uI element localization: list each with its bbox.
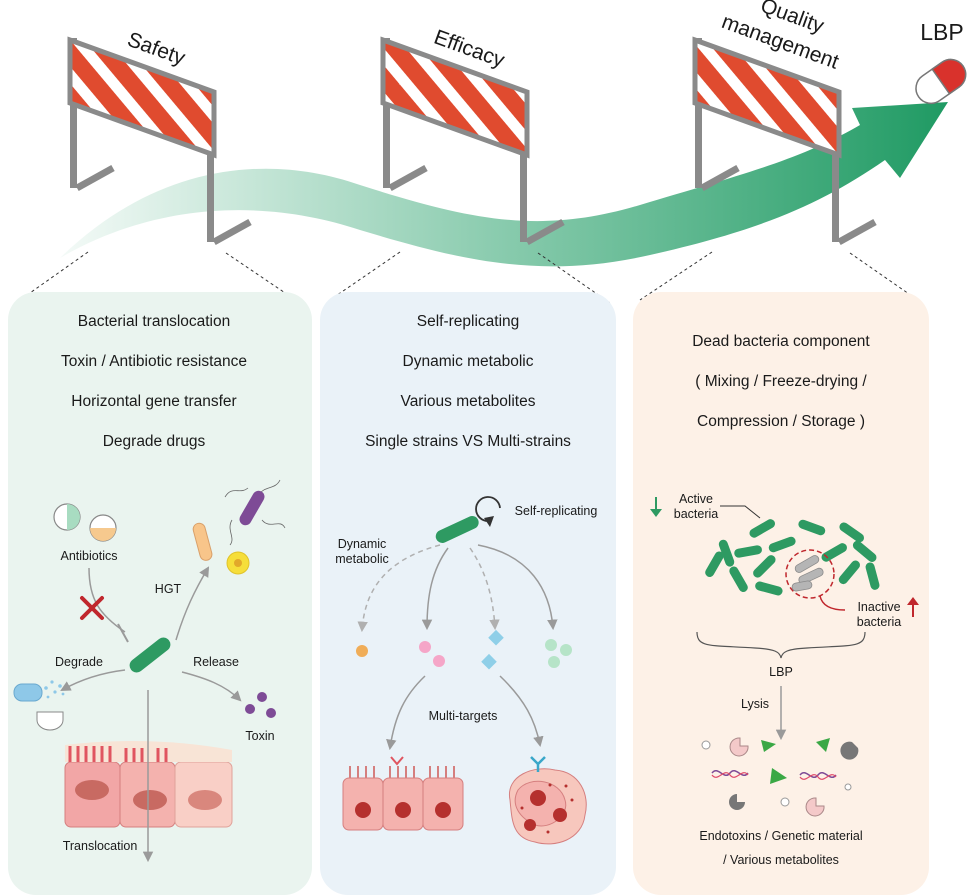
safety-line-1: Bacterial translocation — [78, 313, 231, 330]
lbp-brace — [696, 631, 866, 659]
active-pointer — [720, 505, 761, 519]
barrier-post — [70, 38, 77, 188]
down-arrow-icon — [650, 509, 662, 517]
inactive-label-line2: bacteria — [857, 615, 902, 629]
active-label-line1: Active — [679, 492, 713, 506]
barrier-post — [832, 92, 839, 242]
striped-board — [380, 36, 530, 159]
target-arrow — [386, 675, 426, 751]
efficacy-line-4: Single strains VS Multi-strains — [365, 433, 571, 450]
striped-board — [67, 36, 217, 159]
barrier-post — [520, 92, 527, 242]
antibiotic-pills-icon — [53, 503, 117, 542]
barrier-post — [383, 38, 390, 188]
inactive-highlight-circle — [785, 549, 835, 599]
flagellated-bacterium-icon — [224, 479, 286, 546]
efficacy-panel: Self-replicating Dynamic metabolic Vario… — [320, 292, 616, 895]
hgt-label: HGT — [155, 582, 182, 596]
toxin-icon — [245, 692, 276, 718]
translocation-label: Translocation — [63, 839, 138, 853]
lbp-label: LBP — [920, 19, 963, 45]
multi-targets-label: Multi-targets — [429, 709, 498, 723]
quality-barrier: Quality management — [692, 0, 877, 246]
quality-panel: Dead bacteria component ( Mixing / Freez… — [633, 292, 929, 895]
quality-line-2: ( Mixing / Freeze-drying / — [695, 373, 867, 390]
progress-arrow — [60, 102, 948, 267]
target-cell-cluster-icon — [509, 756, 587, 845]
antibiotics-label: Antibiotics — [61, 549, 118, 563]
safety-panel: Bacterial translocation Toxin / Antibiot… — [8, 292, 312, 895]
active-bacteria-icon — [705, 519, 880, 596]
barrier-post — [695, 38, 702, 188]
bacterium-orange-icon — [192, 522, 213, 561]
target-epithelium-icon — [342, 756, 464, 831]
degrade-label: Degrade — [55, 655, 103, 669]
barrier-post — [207, 92, 214, 242]
degraded-capsule-icon — [13, 680, 65, 731]
quality-line-1: Dead bacteria component — [692, 333, 870, 350]
self-replicating-label: Self-replicating — [515, 504, 598, 518]
metabolite-arrow — [477, 544, 558, 631]
epithelium-icon — [64, 741, 233, 828]
toxin-label: Toxin — [245, 729, 274, 743]
metabolite-arrow — [421, 547, 449, 631]
replicating-bacterium-icon — [435, 515, 479, 543]
bacterium-icon — [129, 637, 171, 673]
inactive-pointer — [819, 595, 846, 611]
release-arrow — [181, 671, 242, 702]
target-arrow — [499, 675, 544, 748]
hgt-arrow — [175, 566, 210, 641]
quality-bottom-line2: / Various metabolites — [723, 853, 839, 867]
inhibition-line — [88, 567, 126, 633]
release-label: Release — [193, 655, 239, 669]
lysis-label: Lysis — [741, 697, 769, 711]
yellow-cell-icon — [234, 559, 242, 567]
dynamic-label-line2: metabolic — [335, 552, 389, 566]
metabolite-arrow-dashed — [469, 547, 500, 631]
replication-loop-icon — [475, 496, 501, 522]
active-label-line2: bacteria — [674, 507, 719, 521]
lbp-sublabel: LBP — [769, 665, 793, 679]
dynamic-label-line1: Dynamic — [338, 537, 387, 551]
degrade-arrow — [60, 669, 126, 692]
inactive-label-line1: Inactive — [857, 600, 900, 614]
up-arrow-icon — [907, 597, 919, 605]
quality-bottom-line1: Endotoxins / Genetic material — [699, 829, 862, 843]
quality-line-3: Compression / Storage ) — [697, 413, 865, 430]
lbp-capsule: LBP — [915, 19, 967, 105]
inhibition-bar — [117, 623, 129, 643]
safety-barrier: Safety — [67, 28, 252, 246]
blocked-x-icon — [80, 596, 104, 620]
metabolite-arrow-dashed — [357, 544, 441, 633]
inactive-bacteria-icon — [791, 555, 824, 592]
lysis-products-icon — [701, 737, 859, 817]
efficacy-line-1: Self-replicating — [417, 313, 520, 330]
safety-line-3: Horizontal gene transfer — [71, 393, 236, 410]
safety-line-4: Degrade drugs — [103, 433, 206, 450]
efficacy-line-3: Various metabolites — [401, 393, 536, 410]
striped-board — [692, 36, 842, 159]
safety-line-2: Toxin / Antibiotic resistance — [61, 353, 247, 370]
efficacy-line-2: Dynamic metabolic — [403, 353, 534, 370]
